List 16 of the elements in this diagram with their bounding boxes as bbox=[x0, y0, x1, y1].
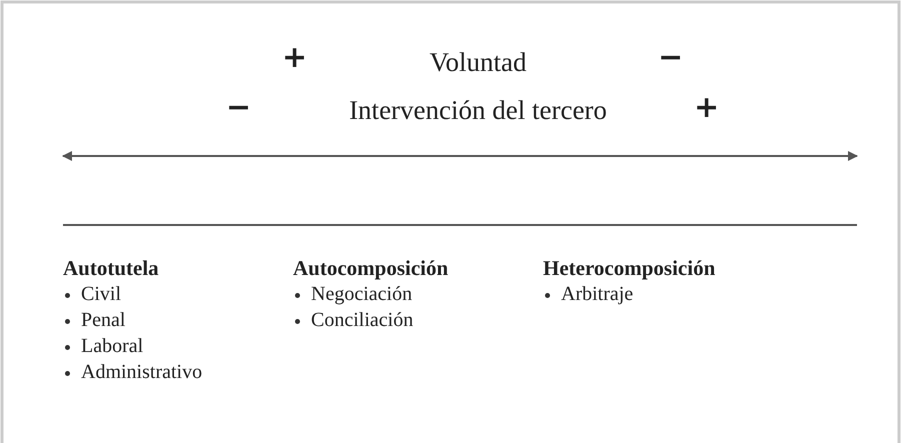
list-item: Arbitraje bbox=[561, 283, 634, 305]
sign-symbol: + bbox=[282, 43, 308, 73]
list-item: Laboral bbox=[81, 335, 144, 357]
sign-symbol: − bbox=[226, 93, 252, 123]
category-heading: Autotutela bbox=[63, 256, 159, 280]
sign-symbol: − bbox=[658, 43, 684, 73]
sign-symbol: + bbox=[694, 93, 720, 123]
category-heading: Autocomposición bbox=[293, 256, 448, 280]
list-item: Conciliación bbox=[311, 309, 414, 331]
category-heading: Heterocomposición bbox=[543, 256, 716, 280]
list-item: Negociación bbox=[311, 283, 412, 305]
list-item: Administrativo bbox=[81, 361, 202, 383]
list-item: Civil bbox=[81, 283, 122, 305]
list-item: Penal bbox=[81, 309, 126, 331]
scale-label: Intervención del tercero bbox=[349, 95, 607, 125]
scale-label: Voluntad bbox=[430, 47, 526, 77]
